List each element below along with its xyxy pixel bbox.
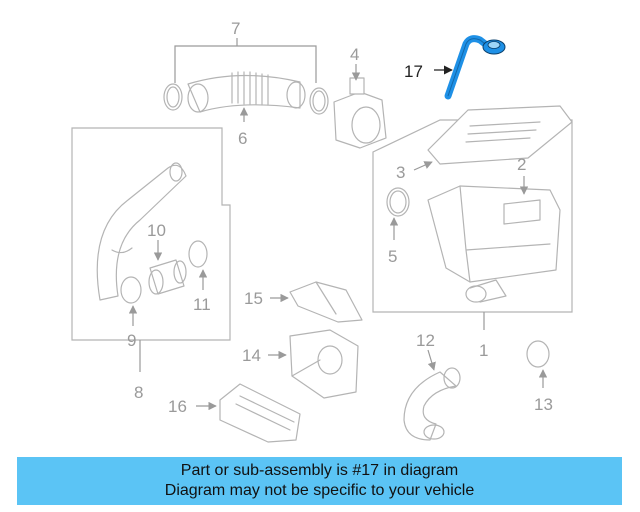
clamp-9 — [120, 276, 142, 304]
callout-16: 16 — [168, 397, 187, 416]
air-cleaner-group-box — [372, 119, 573, 313]
seal-5 — [386, 187, 410, 217]
info-banner: Part or sub-assembly is #17 in diagram D… — [17, 457, 622, 505]
callout-8: 8 — [134, 383, 143, 402]
callout-15: 15 — [244, 289, 263, 308]
banner-line-2: Diagram may not be specific to your vehi… — [164, 482, 475, 499]
callout-5: 5 — [388, 247, 397, 266]
duct-16 — [219, 383, 301, 443]
breather-hose-17 — [444, 35, 506, 100]
callout-13: 13 — [534, 395, 553, 414]
callout-4: 4 — [350, 45, 359, 64]
resonator-14 — [289, 329, 359, 399]
bracket-7 — [174, 45, 317, 83]
callout-17: 17 — [404, 62, 423, 81]
clamp-13 — [526, 340, 550, 368]
intake-tube-8 — [96, 162, 187, 301]
callout-2: 2 — [517, 155, 526, 174]
intake-duct-6 — [163, 71, 329, 115]
callout-7: 7 — [231, 19, 240, 38]
coupler-10 — [148, 259, 187, 295]
callout-11: 11 — [193, 295, 211, 314]
callout-3: 3 — [396, 163, 405, 182]
banner-line-1: Part or sub-assembly is #17 in diagram — [180, 462, 459, 479]
intake-pipe-group-box — [71, 127, 231, 341]
callout-10: 10 — [147, 221, 166, 240]
air-cleaner-cover-3 — [427, 105, 573, 165]
callout-14: 14 — [242, 346, 261, 365]
air-cleaner-housing-2 — [427, 185, 561, 303]
clamp-11 — [188, 240, 208, 268]
callout-1: 1 — [479, 341, 488, 360]
air-guide-15 — [289, 281, 363, 323]
callout-12: 12 — [416, 331, 435, 350]
callout-6: 6 — [238, 129, 247, 148]
callout-9: 9 — [127, 331, 136, 350]
hose-12 — [403, 367, 461, 441]
mass-airflow-sensor-4 — [333, 77, 387, 149]
